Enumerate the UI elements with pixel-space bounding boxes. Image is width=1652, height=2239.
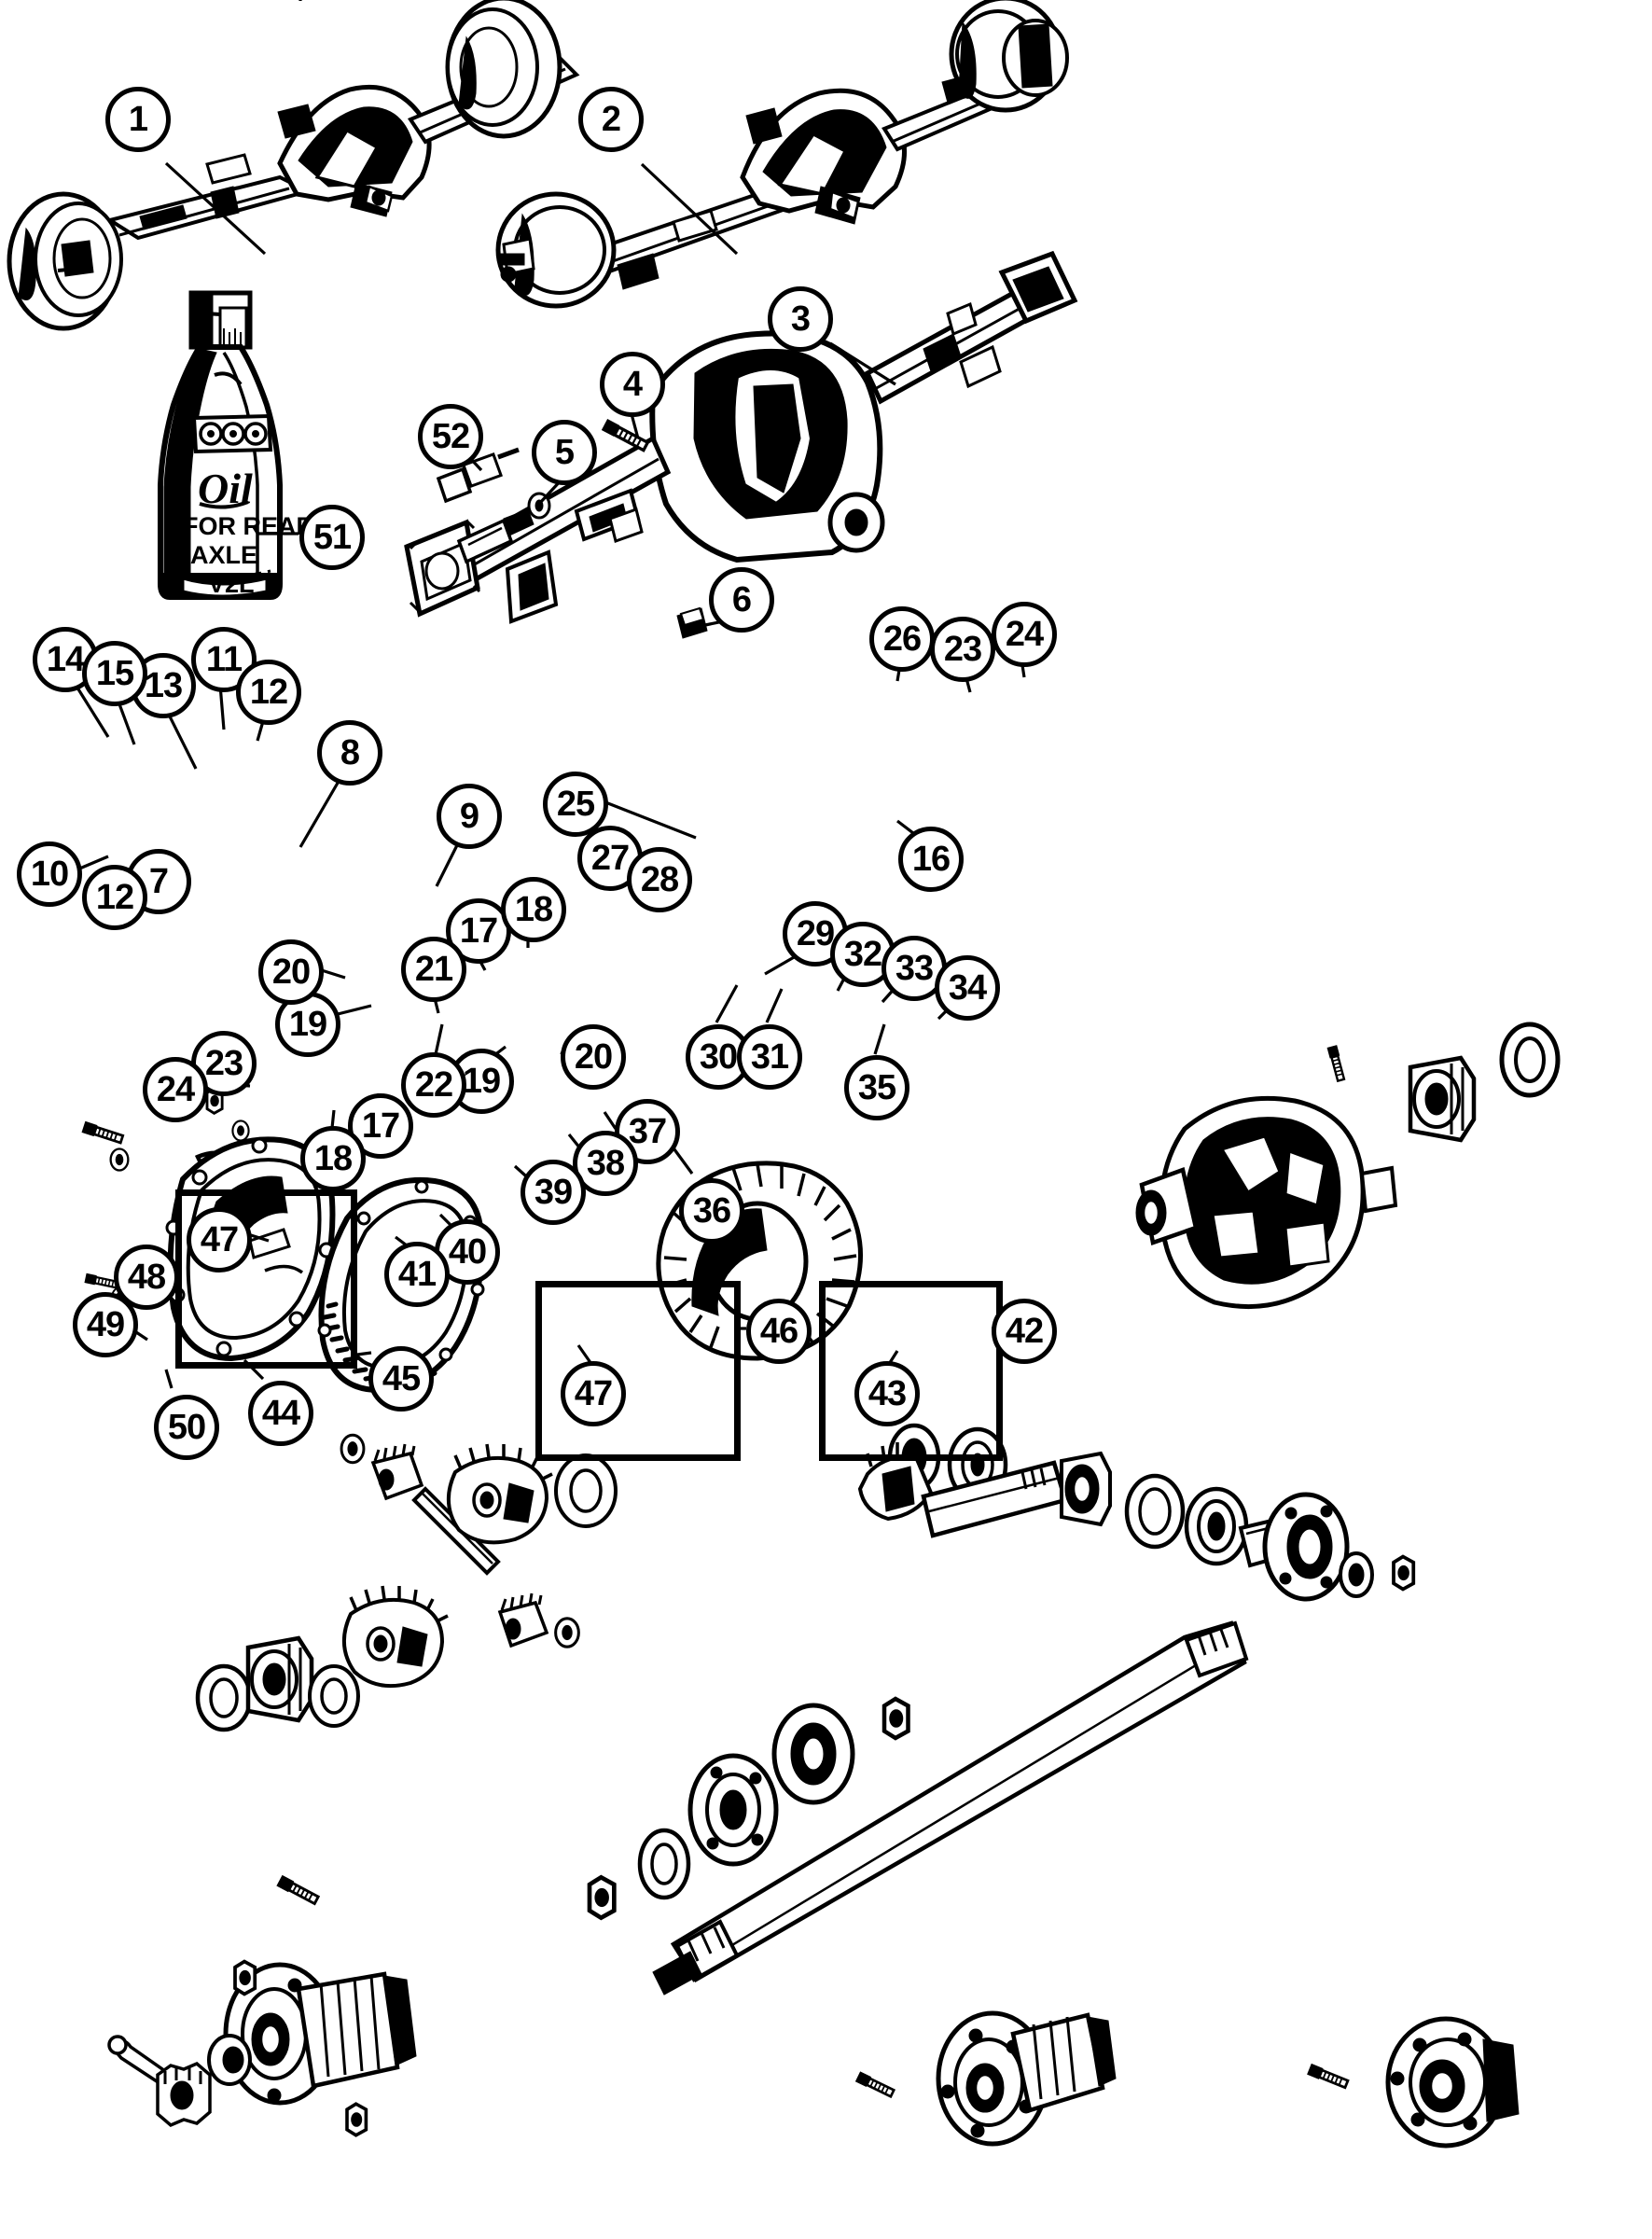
part-4-bolt — [600, 417, 650, 454]
collar-nut-23-left — [245, 1635, 314, 1723]
callout-45[interactable]: 45 — [368, 1346, 434, 1412]
callout-22[interactable]: 22 — [401, 1052, 466, 1118]
collar-nut-23-right — [1408, 1055, 1477, 1143]
callout-18[interactable]: 18 — [501, 877, 566, 942]
callout-35[interactable]: 35 — [844, 1055, 909, 1120]
callout-39[interactable]: 39 — [521, 1160, 586, 1225]
callout-37[interactable]: 37 — [615, 1099, 680, 1164]
callout-24[interactable]: 24 — [992, 602, 1057, 667]
callout-18b[interactable]: 18 — [300, 1126, 366, 1191]
inset-box-42 — [819, 1281, 1003, 1461]
callout-10[interactable]: 10 — [17, 841, 82, 907]
oil-bottle-script-label: Oil — [198, 465, 253, 512]
callout-17b[interactable]: 17 — [348, 1093, 413, 1159]
callout-21[interactable]: 21 — [401, 937, 466, 1002]
callout-3[interactable]: 3 — [768, 286, 833, 352]
callout-23[interactable]: 23 — [930, 617, 995, 682]
inset-46-contents — [854, 2010, 1117, 2147]
inset-45-contents — [223, 1874, 417, 2106]
oil-bottle-label-line3: V2L — [208, 570, 255, 598]
callout-44[interactable]: 44 — [248, 1381, 313, 1446]
callout-12b[interactable]: 12 — [82, 865, 147, 930]
callout-9[interactable]: 9 — [437, 784, 502, 849]
callout-43[interactable]: 43 — [854, 1361, 920, 1426]
callout-30[interactable]: 30 — [686, 1024, 751, 1090]
callout-20b[interactable]: 20 — [561, 1024, 626, 1090]
part-5-washer — [456, 492, 551, 564]
differential-carrier-16 — [1135, 1095, 1398, 1309]
callout-11[interactable]: 11 — [191, 627, 257, 692]
callout-42[interactable]: 42 — [992, 1299, 1057, 1364]
callout-19[interactable]: 19 — [275, 992, 340, 1057]
oil-seal-24-left — [195, 1663, 253, 1732]
oil-bottle-label-line1: FOR REAR — [183, 512, 314, 540]
callout-48[interactable]: 48 — [114, 1245, 179, 1310]
differential-gears-group — [195, 1433, 618, 1732]
axle-assembly-2-artwork — [495, 0, 1069, 309]
washer-18-top — [554, 1453, 618, 1528]
inset-box-46 — [535, 1281, 741, 1461]
oil-bottle-label-line2: AXLE — [190, 541, 258, 569]
callout-6[interactable]: 6 — [709, 567, 774, 633]
callout-5[interactable]: 5 — [532, 420, 597, 485]
callout-47[interactable]: 47 — [187, 1207, 252, 1272]
pinion-shaft-train — [857, 1423, 1416, 1602]
callout-31[interactable]: 31 — [737, 1024, 802, 1090]
inset-42-contents — [1306, 2016, 1520, 2149]
callout-16[interactable]: 16 — [898, 827, 964, 892]
small-pinion-a — [370, 1443, 424, 1501]
small-pinion-b — [497, 1592, 549, 1648]
callout-26[interactable]: 26 — [869, 606, 935, 672]
pinion-gear-head — [857, 1442, 934, 1522]
callout-15[interactable]: 15 — [82, 641, 147, 706]
part-6-drain-plug — [676, 606, 708, 639]
bearing-housing-39 — [687, 1753, 779, 1867]
callout-8[interactable]: 8 — [317, 720, 382, 786]
callout-12[interactable]: 12 — [236, 660, 301, 725]
callout-2[interactable]: 2 — [578, 87, 644, 152]
half-shaft-36 — [652, 1620, 1249, 1996]
bevel-gear-a — [446, 1443, 553, 1545]
callout-49[interactable]: 49 — [73, 1292, 138, 1357]
drive-flange-33 — [1262, 1492, 1350, 1602]
bevel-gear-17-left — [341, 1585, 449, 1689]
callout-34[interactable]: 34 — [935, 955, 1000, 1021]
callout-20[interactable]: 20 — [258, 939, 324, 1005]
callout-28[interactable]: 28 — [627, 847, 692, 912]
callout-36[interactable]: 36 — [679, 1178, 744, 1244]
callout-25[interactable]: 25 — [543, 772, 608, 837]
callout-4[interactable]: 4 — [600, 352, 665, 417]
callout-47b[interactable]: 47 — [561, 1361, 626, 1426]
hub-bearing-group — [590, 1699, 909, 1918]
callout-52[interactable]: 52 — [418, 404, 483, 469]
axle-casing-3-artwork — [404, 250, 1078, 624]
callout-24b[interactable]: 24 — [143, 1057, 208, 1122]
oil-bottle-artwork — [158, 290, 283, 600]
callout-50[interactable]: 50 — [154, 1395, 219, 1460]
axle-assembly-1-artwork — [7, 0, 580, 331]
misc-fasteners-bottom-left — [107, 1959, 368, 2137]
oil-seal-24-right — [1499, 1022, 1561, 1098]
callout-51[interactable]: 51 — [299, 505, 365, 570]
callout-1[interactable]: 1 — [105, 87, 171, 152]
washer-18-left — [308, 1664, 360, 1728]
callout-46[interactable]: 46 — [746, 1299, 812, 1364]
callout-41[interactable]: 41 — [384, 1242, 450, 1307]
callout-40[interactable]: 40 — [435, 1219, 500, 1285]
